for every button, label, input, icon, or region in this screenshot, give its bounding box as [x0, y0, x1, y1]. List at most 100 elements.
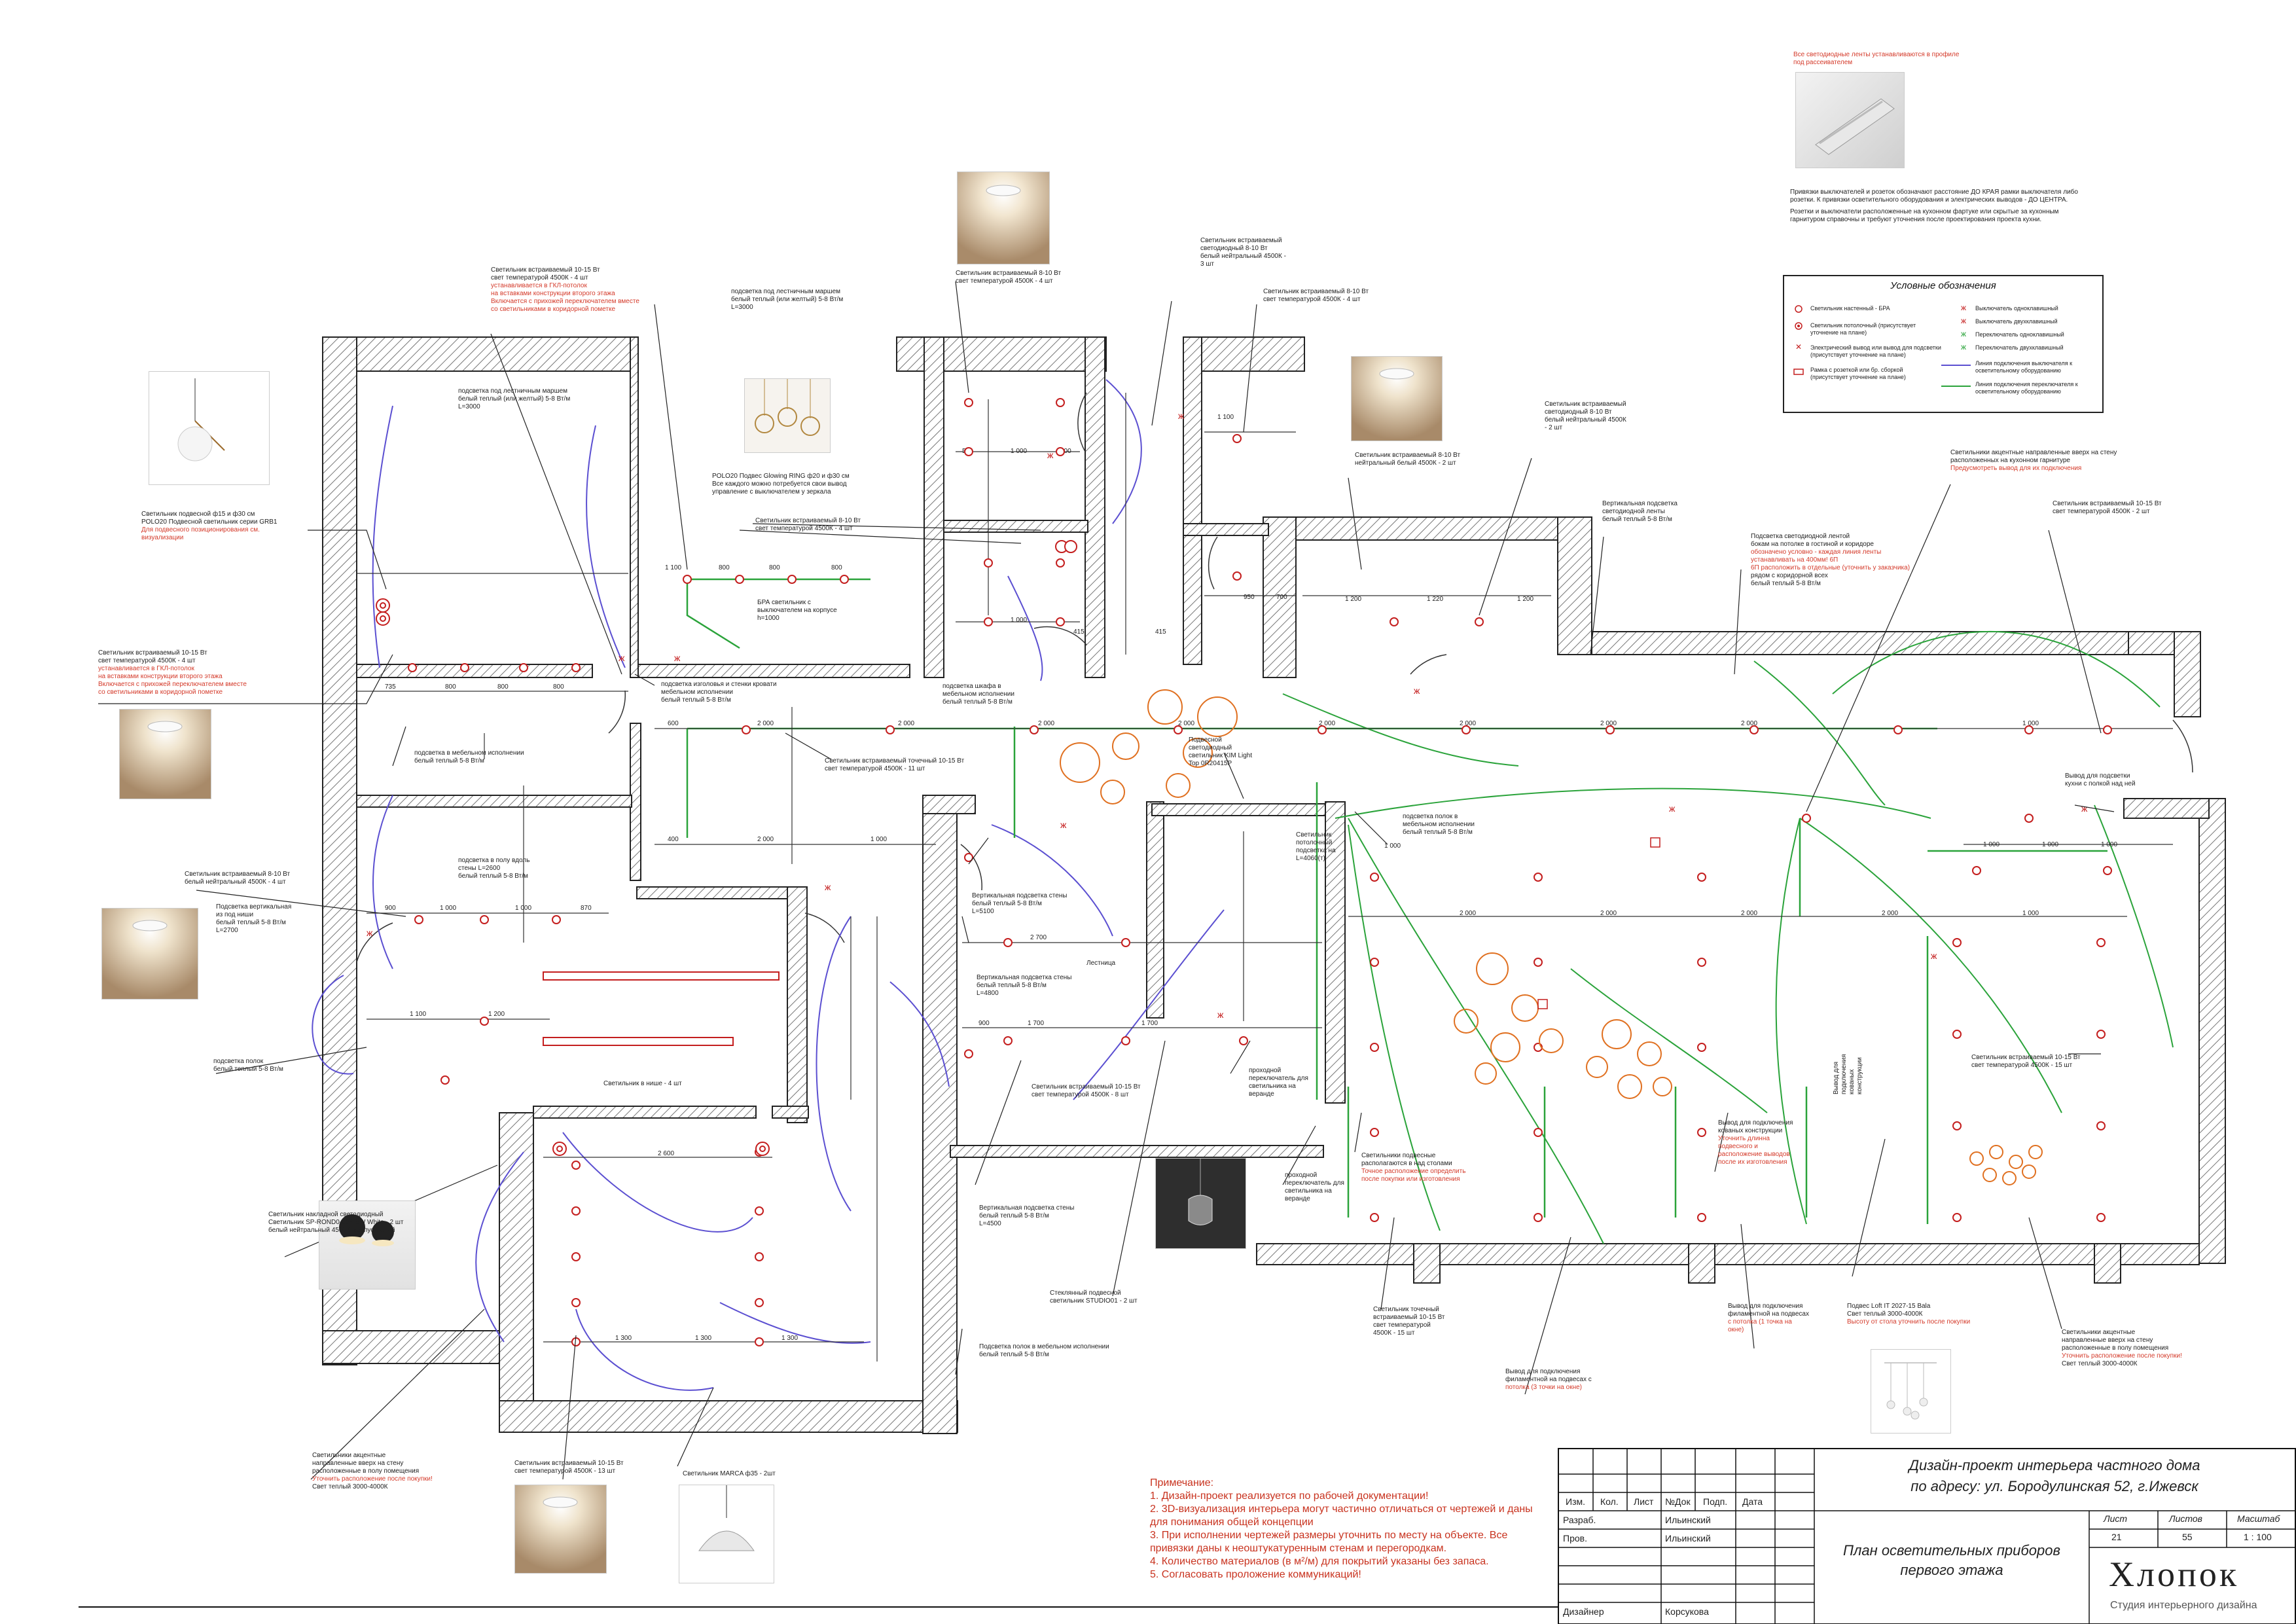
svg-text:2 000: 2 000 [1741, 910, 1757, 917]
bala-pendant-photo [1871, 1349, 1951, 1434]
svg-text:1 300: 1 300 [781, 1335, 798, 1342]
ring-pendant-photo [744, 378, 831, 453]
svg-text:2 700: 2 700 [1030, 934, 1047, 941]
svg-text:800: 800 [719, 564, 730, 571]
svg-text:ж: ж [1961, 316, 1966, 325]
svg-text:900: 900 [978, 1020, 990, 1027]
svg-text:2 000: 2 000 [1319, 720, 1335, 727]
svg-text:1 200: 1 200 [488, 1011, 505, 1018]
ceiling-light-photo [957, 171, 1050, 264]
profile-photo [1795, 72, 1905, 168]
svg-text:400: 400 [668, 836, 679, 843]
svg-text:1 100: 1 100 [665, 564, 681, 571]
svg-text:2 000: 2 000 [1741, 720, 1757, 727]
role-label: Разраб. [1563, 1515, 1596, 1525]
person-name: Ильинский [1665, 1533, 1711, 1543]
exterior-walls [322, 336, 2226, 1434]
door-swings [356, 392, 2193, 963]
svg-text:1 220: 1 220 [1427, 596, 1443, 603]
person-name: Корсукова [1665, 1606, 1709, 1617]
svg-text:800: 800 [553, 683, 564, 691]
svg-text:2 000: 2 000 [1600, 910, 1617, 917]
legend-item: Светильник потолочный (присутствует уточ… [1810, 322, 1916, 336]
glass-pendant-icon [1188, 1159, 1213, 1225]
legend-item: Выключатель одноклавишный [1975, 305, 2058, 312]
ball-pendant-icon [177, 378, 225, 461]
ceiling-light-icon [1379, 368, 1414, 380]
svg-text:ж: ж [1931, 950, 1937, 961]
outlet-marker [1650, 837, 1660, 848]
dimension-labels: 1 100 800 800 800 735 800 800 800 600 2 … [385, 414, 2117, 1342]
svg-text:2 000: 2 000 [757, 836, 774, 843]
svg-text:ж: ж [367, 928, 373, 938]
svg-text:2 000: 2 000 [1038, 720, 1054, 727]
outlet-marker [1537, 999, 1548, 1009]
passthrough-wiring [1282, 630, 2174, 1244]
svg-text:1 700: 1 700 [1028, 1020, 1044, 1027]
col-header: Изм. [1566, 1496, 1585, 1507]
callout: Светильник в нише - 4 шт [603, 1080, 682, 1087]
svg-text:800: 800 [445, 683, 456, 691]
svg-text:2 000: 2 000 [1460, 910, 1476, 917]
svg-text:ж: ж [1047, 450, 1054, 460]
svg-text:2 000: 2 000 [1178, 720, 1194, 727]
surface-light-photo [319, 1200, 416, 1290]
svg-text:1 000: 1 000 [2022, 910, 2039, 917]
svg-text:ж: ж [1961, 303, 1966, 312]
legend-item: Линия подключения переключателя к освети… [1975, 381, 2078, 395]
sheets-label: Листов [2169, 1513, 2202, 1524]
profile-note: Все светодиодные ленты устанавливаются в… [1793, 51, 1960, 66]
note-item: 4. Количество материалов (в м²/м) для по… [1150, 1556, 1489, 1567]
svg-text:1 000: 1 000 [515, 905, 531, 912]
wall-sconces [376, 540, 1077, 1156]
legend-item: Электрический вывод или вывод для подсве… [1810, 344, 1941, 358]
ring-pendant-icon [755, 379, 820, 436]
glass-pendant-photo [1155, 1158, 1246, 1249]
svg-text:ж: ж [1961, 329, 1966, 338]
col-header: Дата [1742, 1496, 1763, 1507]
svg-text:1 200: 1 200 [1345, 596, 1361, 603]
svg-text:700: 700 [1276, 594, 1287, 601]
svg-text:1 100: 1 100 [410, 1011, 426, 1018]
notes-block: Примечание: 1. Дизайн-проект реализуется… [1150, 1477, 1549, 1581]
svg-text:800: 800 [831, 564, 842, 571]
legend-symbols: ✕ ж ж ж ж [1793, 303, 1971, 387]
legend-title: Условные обозначения [1890, 280, 1996, 291]
note-item: 1. Дизайн-проект реализуется по рабочей … [1150, 1490, 1429, 1502]
role-label: Дизайнер [1563, 1606, 1604, 1617]
svg-text:500: 500 [1060, 448, 1071, 455]
svg-text:1 700: 1 700 [1141, 1020, 1158, 1027]
legend-item: Переключатель двухклавишный [1975, 344, 2064, 351]
scale-value: 1 : 100 [2244, 1532, 2272, 1542]
svg-text:735: 735 [385, 683, 396, 691]
svg-text:ж: ж [674, 653, 681, 663]
svg-text:870: 870 [581, 905, 592, 912]
ceiling-light-photo [514, 1485, 607, 1574]
svg-text:1 200: 1 200 [1517, 596, 1534, 603]
ceiling-light-photo [101, 908, 198, 1000]
legend-item: Рамка с розеткой или бр. сборкой (присут… [1810, 367, 1906, 380]
svg-text:415: 415 [1155, 628, 1166, 636]
